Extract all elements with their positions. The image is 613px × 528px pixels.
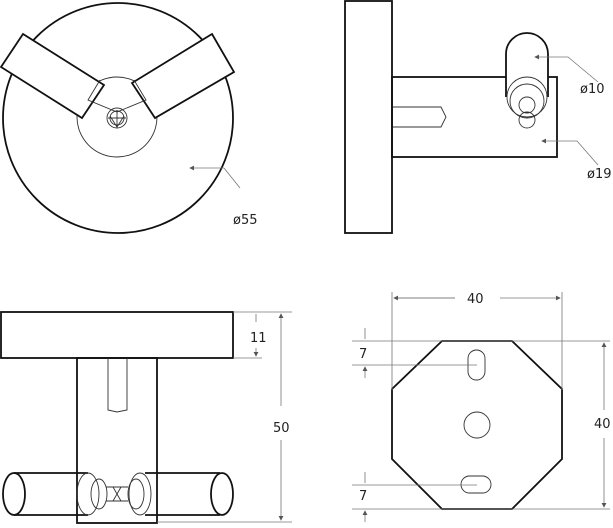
rod-diameter-label: ø19 [587, 167, 612, 182]
depth-label: 50 [273, 421, 290, 436]
thickness-label: 11 [250, 331, 267, 346]
hook-diameter-leader [534, 54, 599, 83]
screw-bottom [107, 358, 128, 413]
bottom-slot-offset-label: 7 [359, 489, 367, 504]
diameter-leader [190, 168, 241, 189]
rosette-side [344, 0, 393, 234]
center-pin [106, 107, 128, 129]
rosette-outline [2, 2, 234, 234]
top-slot-offset-label: 7 [359, 347, 367, 362]
rod-bottom [76, 357, 158, 524]
hook-capsule [505, 32, 549, 97]
screw [393, 106, 447, 128]
base-plate-view: 40 40 7 7 [352, 292, 611, 522]
front-view: ø55 [0, 2, 258, 234]
rosette-bottom [0, 311, 234, 359]
center-hole [463, 411, 491, 439]
diameter-label: ø55 [233, 213, 258, 228]
octagon-plate [391, 340, 563, 510]
rod-diameter-leader [541, 138, 599, 166]
bottom-view: 11 50 [0, 311, 292, 524]
height-label: 40 [594, 417, 611, 432]
side-view: ø10 ø19 [344, 0, 612, 234]
width-label: 40 [467, 292, 484, 307]
hook-diameter-label: ø10 [580, 82, 605, 97]
rod-side [391, 76, 558, 158]
right-hook-arm [130, 32, 236, 120]
bottom-slot [460, 475, 492, 494]
hook-cylinders [14, 472, 220, 516]
left-hook-arm [0, 32, 106, 120]
